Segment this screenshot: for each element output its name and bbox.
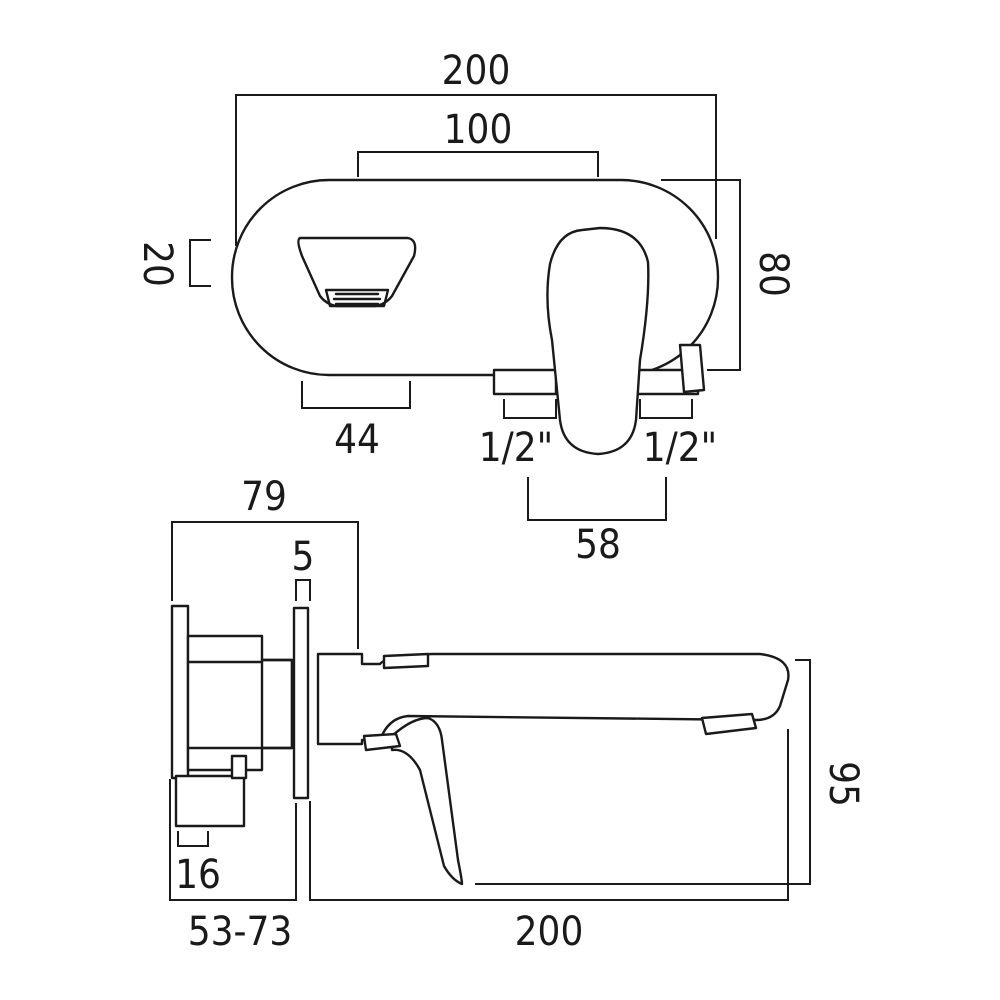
side-lever-pivot: [362, 732, 402, 752]
dim-side-spout-height-label: 95: [820, 761, 866, 807]
dim-side-wall-depth-label: 53-73: [188, 909, 293, 955]
dim-side-stem-label: 16: [175, 852, 221, 898]
dim-front-spacing-label: 100: [444, 107, 513, 153]
dim-front-overall-width-lines: [235, 94, 717, 246]
dim-front-right-connection-label: 1/2": [643, 425, 717, 471]
side-mount-bracket: [170, 604, 190, 780]
dim-front-left-connection-label: 1/2": [479, 425, 553, 471]
dim-front-outlet-height-lines: [189, 239, 211, 287]
dim-side-stem-lines: [177, 831, 209, 847]
side-stem-nut: [230, 754, 248, 780]
side-valve-body: [186, 634, 294, 772]
front-left-connector: [492, 368, 558, 396]
dim-front-outlet-width-label: 44: [334, 417, 380, 463]
dim-front-height-lines: [661, 179, 741, 371]
dim-front-left-connection-lines: [503, 399, 557, 419]
dim-side-body-depth-label: 79: [241, 474, 287, 520]
front-view: 200 100 80 20 44 1/2" 1/2" 58: [134, 48, 796, 568]
dim-front-height-label: 80: [750, 251, 796, 297]
front-right-connector-block: [678, 343, 706, 394]
dim-side-wall-depth-lines: [169, 779, 297, 901]
side-spout-nozzle: [700, 712, 758, 736]
dim-side-plate-lines: [295, 579, 311, 601]
side-view: 79 5 95 200 53-73 16: [169, 474, 866, 955]
dim-side-spout-height-lines: [475, 659, 811, 885]
side-cover-plate: [292, 606, 310, 800]
side-lever-top: [382, 652, 430, 670]
front-lever-handle: [546, 226, 650, 456]
front-spout-aerator: [324, 288, 390, 308]
dim-side-body-depth-lines: [171, 521, 359, 649]
dim-side-spout-projection-lines: [309, 729, 789, 901]
dim-front-connection-spacing-lines: [527, 477, 667, 521]
side-lever-handle: [390, 716, 464, 886]
dim-front-right-connection-lines: [639, 399, 693, 419]
dim-side-spout-projection-label: 200: [515, 909, 584, 955]
side-stem: [174, 774, 246, 828]
front-backplate: [230, 178, 720, 377]
dim-front-connection-spacing-label: 58: [575, 522, 621, 568]
dim-side-plate-label: 5: [292, 534, 315, 580]
dim-front-spacing-lines: [357, 151, 599, 177]
front-spout-outlet: [297, 236, 417, 308]
side-valve-core: [260, 658, 294, 750]
dim-front-outlet-height-label: 20: [134, 241, 180, 287]
dim-front-overall-width-label: 200: [442, 48, 511, 94]
dim-front-outlet-width-lines: [301, 381, 411, 409]
